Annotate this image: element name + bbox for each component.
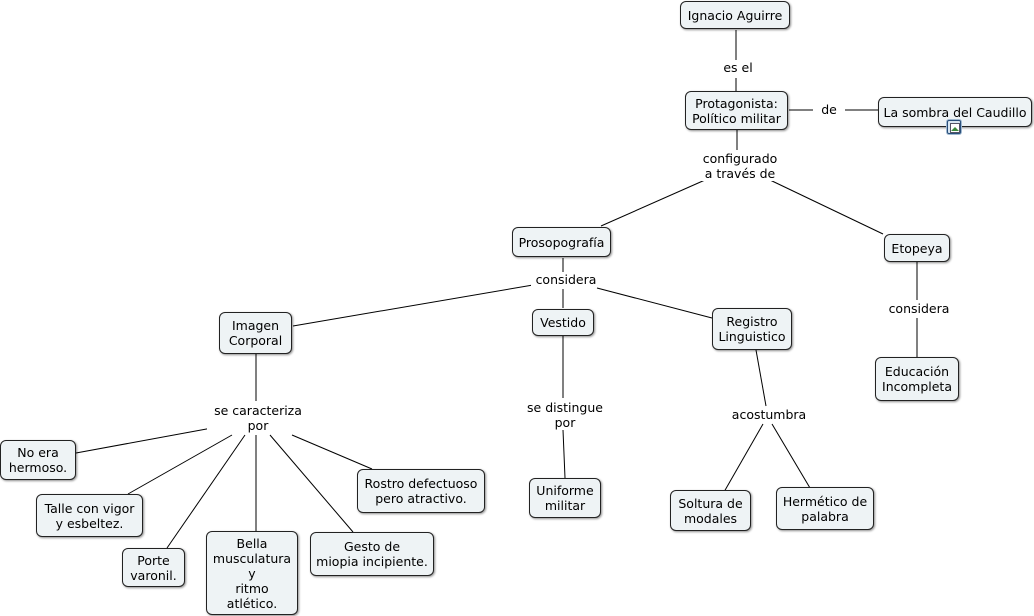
link-configurado-a-traves-de[interactable]: configurado a través de [693, 151, 787, 181]
concept-rostro-defectuoso[interactable]: Rostro defectuoso pero atractivo. [357, 469, 485, 513]
concept-hermetico-de-palabra[interactable]: Hermético de palabra [776, 487, 874, 530]
concept-uniforme-militar[interactable]: Uniforme militar [529, 478, 601, 518]
concept-registro-linguistico[interactable]: Registro Linguistico [712, 308, 792, 350]
link-considera-prosopografia[interactable]: considera [531, 272, 601, 287]
link-se-distingue-por[interactable]: se distingue por [521, 400, 609, 430]
image-icon[interactable] [947, 120, 961, 134]
link-considera-etopeya[interactable]: considera [885, 301, 953, 316]
concept-ignacio-aguirre[interactable]: Ignacio Aguirre [680, 1, 790, 29]
link-es-el[interactable]: es el [717, 60, 759, 75]
link-de[interactable]: de [813, 102, 845, 117]
concept-prosopografia[interactable]: Prosopografía [512, 227, 611, 257]
concept-bella-musculatura[interactable]: Bella musculatura y ritmo atlético. [206, 531, 298, 615]
concept-vestido[interactable]: Vestido [532, 309, 594, 336]
concept-educacion-incompleta[interactable]: Educación Incompleta [875, 357, 959, 401]
concept-gesto-de-miopia[interactable]: Gesto de miopia incipiente. [310, 532, 434, 576]
concept-talle-con-vigor[interactable]: Talle con vigor y esbeltez. [36, 494, 143, 537]
concept-imagen-corporal[interactable]: Imagen Corporal [219, 312, 292, 354]
link-se-caracteriza-por[interactable]: se caracteriza por [207, 403, 309, 433]
concept-protagonista[interactable]: Protagonista: Político militar [685, 91, 788, 130]
link-acostumbra[interactable]: acostumbra [728, 407, 810, 422]
concept-etopeya[interactable]: Etopeya [884, 234, 950, 262]
concept-no-era-hermoso[interactable]: No era hermoso. [0, 440, 76, 480]
concept-porte-varonil[interactable]: Porte varonil. [122, 548, 185, 587]
concept-soltura-de-modales[interactable]: Soltura de modales [670, 490, 751, 531]
